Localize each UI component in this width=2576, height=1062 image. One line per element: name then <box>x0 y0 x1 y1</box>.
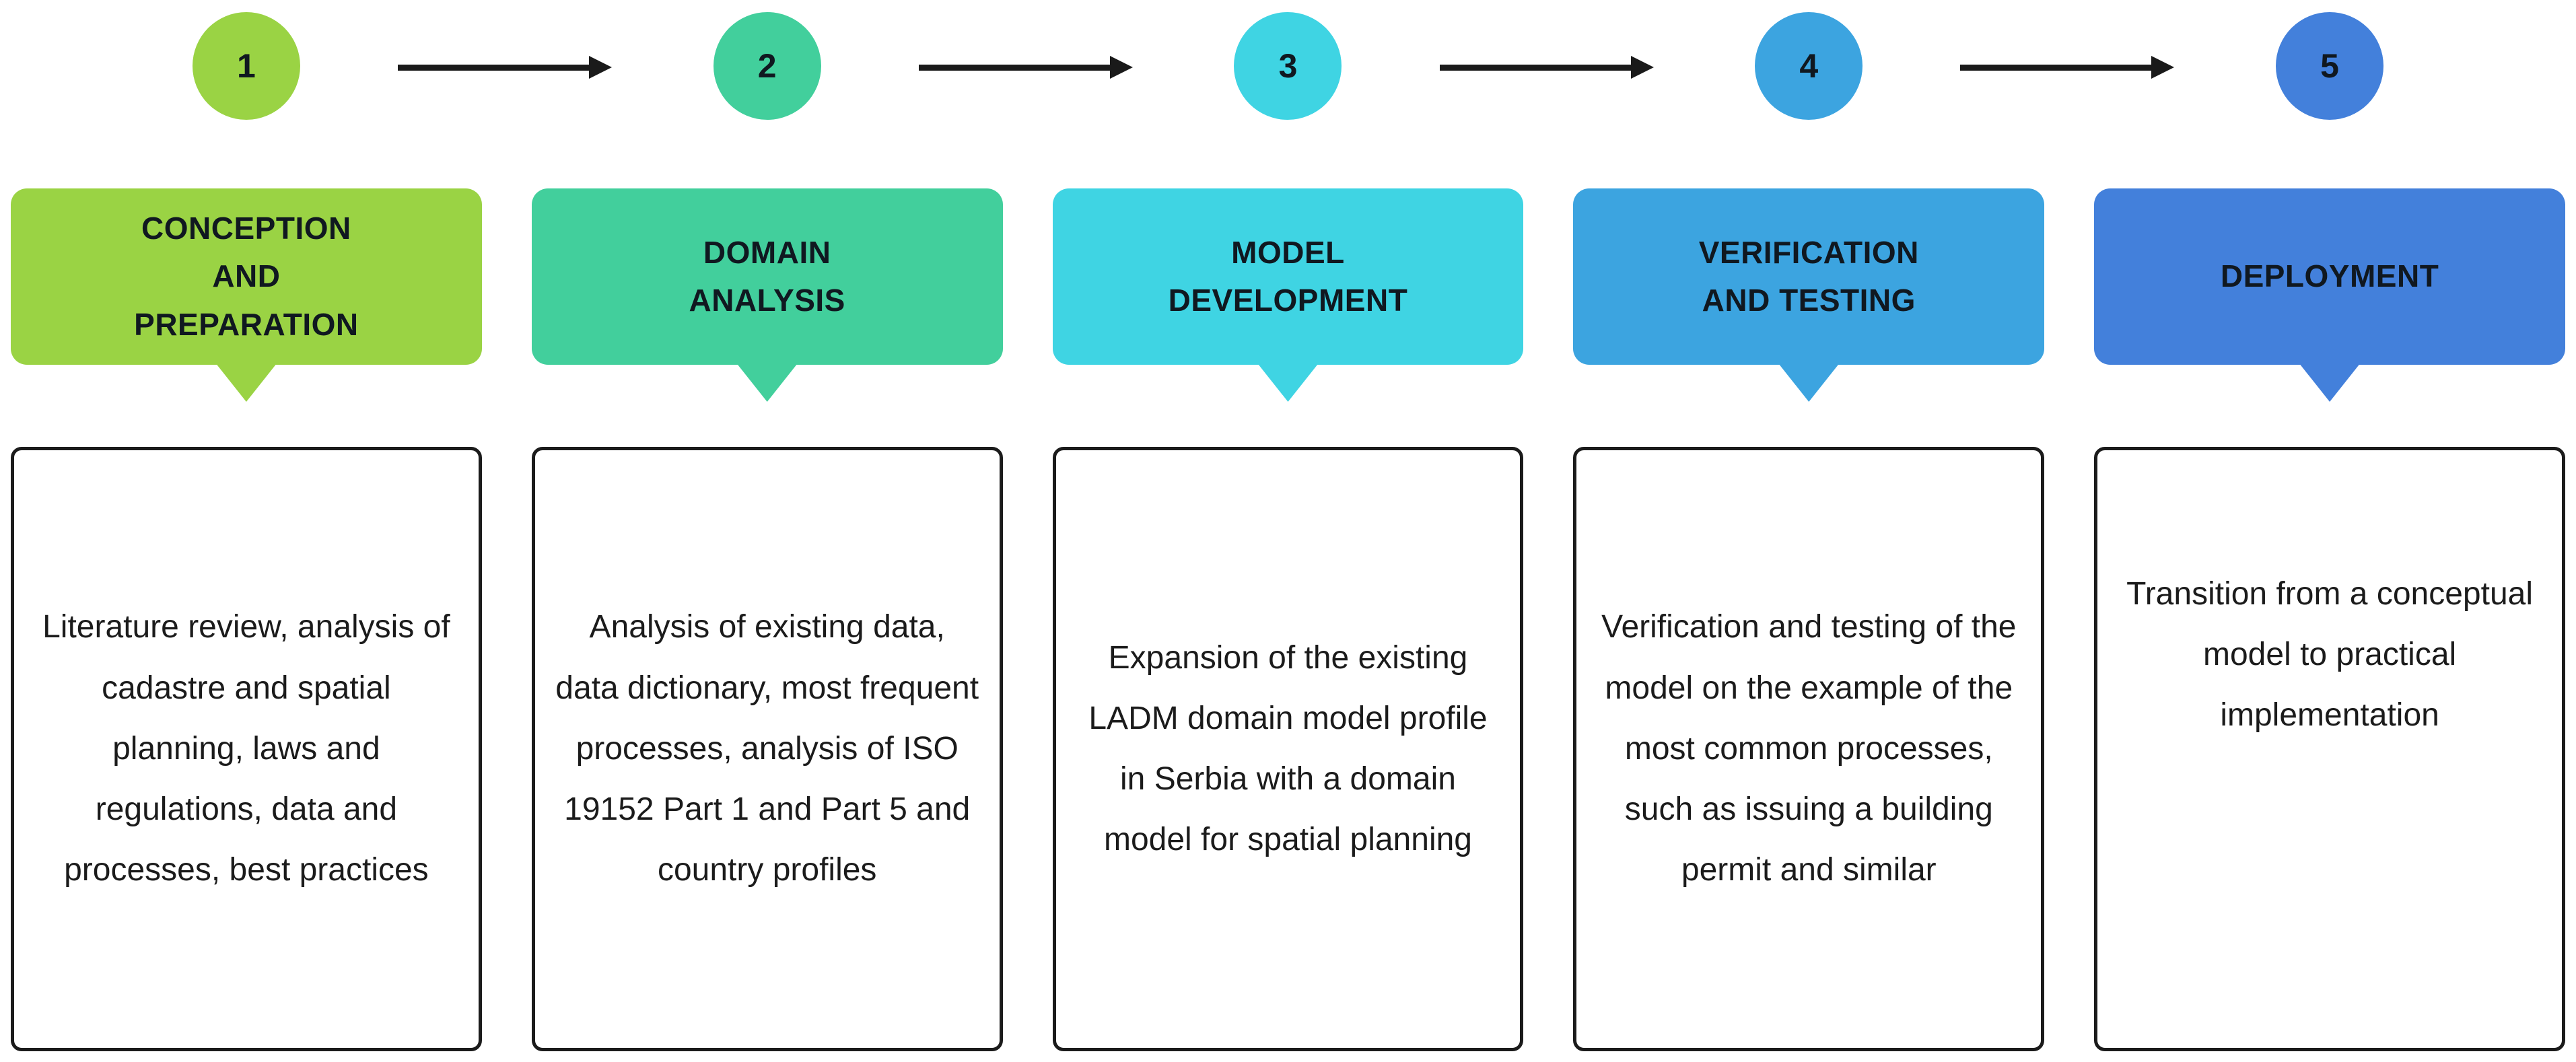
arrow-right-icon <box>919 56 1133 79</box>
stage-2-title-bubble: DOMAIN ANALYSIS <box>531 188 1003 365</box>
stage-3-number: 3 <box>1278 47 1298 85</box>
stage-4-circle: 4 <box>1755 12 1863 120</box>
stage-3-description-box: Expansion of the existing LADM domain mo… <box>1052 447 1524 1051</box>
arrow-right-icon <box>398 56 612 79</box>
stage-1-description-box: Literature review, analysis of cadastre … <box>11 447 482 1051</box>
stage-5-number: 5 <box>2320 47 2339 85</box>
stage-2-description: Analysis of existing data, data dictiona… <box>555 609 979 888</box>
stage-1-description: Literature review, analysis of cadastre … <box>42 609 450 888</box>
bubble-tail <box>215 363 277 402</box>
stage-5-description: Transition from a conceptual model to pr… <box>2126 575 2533 734</box>
stage-2-header: DOMAIN ANALYSIS <box>531 188 1003 402</box>
stage-4-number: 4 <box>1799 47 1819 85</box>
stage-2-number: 2 <box>757 47 777 85</box>
stage-1-header: CONCEPTION AND PREPARATION <box>11 188 482 402</box>
stage-4-header: VERIFICATION AND TESTING <box>1573 188 2045 402</box>
stage-2-description-box: Analysis of existing data, data dictiona… <box>531 447 1003 1051</box>
stage-5-circle: 5 <box>2276 12 2384 120</box>
stage-1-title-bubble: CONCEPTION AND PREPARATION <box>11 188 482 365</box>
stage-1-circle: 1 <box>192 12 300 120</box>
bubble-tail <box>2299 363 2361 402</box>
stage-4-circle-cell: 4 <box>1573 0 2044 135</box>
stage-4-description-box: Verification and testing of the model on… <box>1573 447 2045 1051</box>
stage-5-circle-cell: 5 <box>2094 0 2565 135</box>
arrow-right-icon <box>1960 56 2174 79</box>
stage-5-description-box: Transition from a conceptual model to pr… <box>2094 447 2565 1051</box>
stage-3-title-bubble: MODEL DEVELOPMENT <box>1052 188 1524 365</box>
stage-4-title-bubble: VERIFICATION AND TESTING <box>1573 188 2045 365</box>
stage-1-number: 1 <box>236 47 256 85</box>
stage-2-circle: 2 <box>713 12 821 120</box>
bubble-tail <box>736 363 798 402</box>
bubble-tail <box>1257 363 1319 402</box>
bubble-tail <box>1778 363 1840 402</box>
stage-4-description: Verification and testing of the model on… <box>1601 609 2017 888</box>
stage-2-circle-cell: 2 <box>532 0 1003 135</box>
stage-3-description: Expansion of the existing LADM domain mo… <box>1088 639 1488 858</box>
stage-5-header: DEPLOYMENT <box>2094 188 2565 402</box>
stage-5-title-bubble: DEPLOYMENT <box>2094 188 2565 365</box>
stage-1-circle-cell: 1 <box>11 0 482 135</box>
stage-3-header: MODEL DEVELOPMENT <box>1052 188 1524 402</box>
stage-3-circle-cell: 3 <box>1053 0 1524 135</box>
stage-3-circle: 3 <box>1234 12 1342 120</box>
arrow-right-icon <box>1440 56 1654 79</box>
